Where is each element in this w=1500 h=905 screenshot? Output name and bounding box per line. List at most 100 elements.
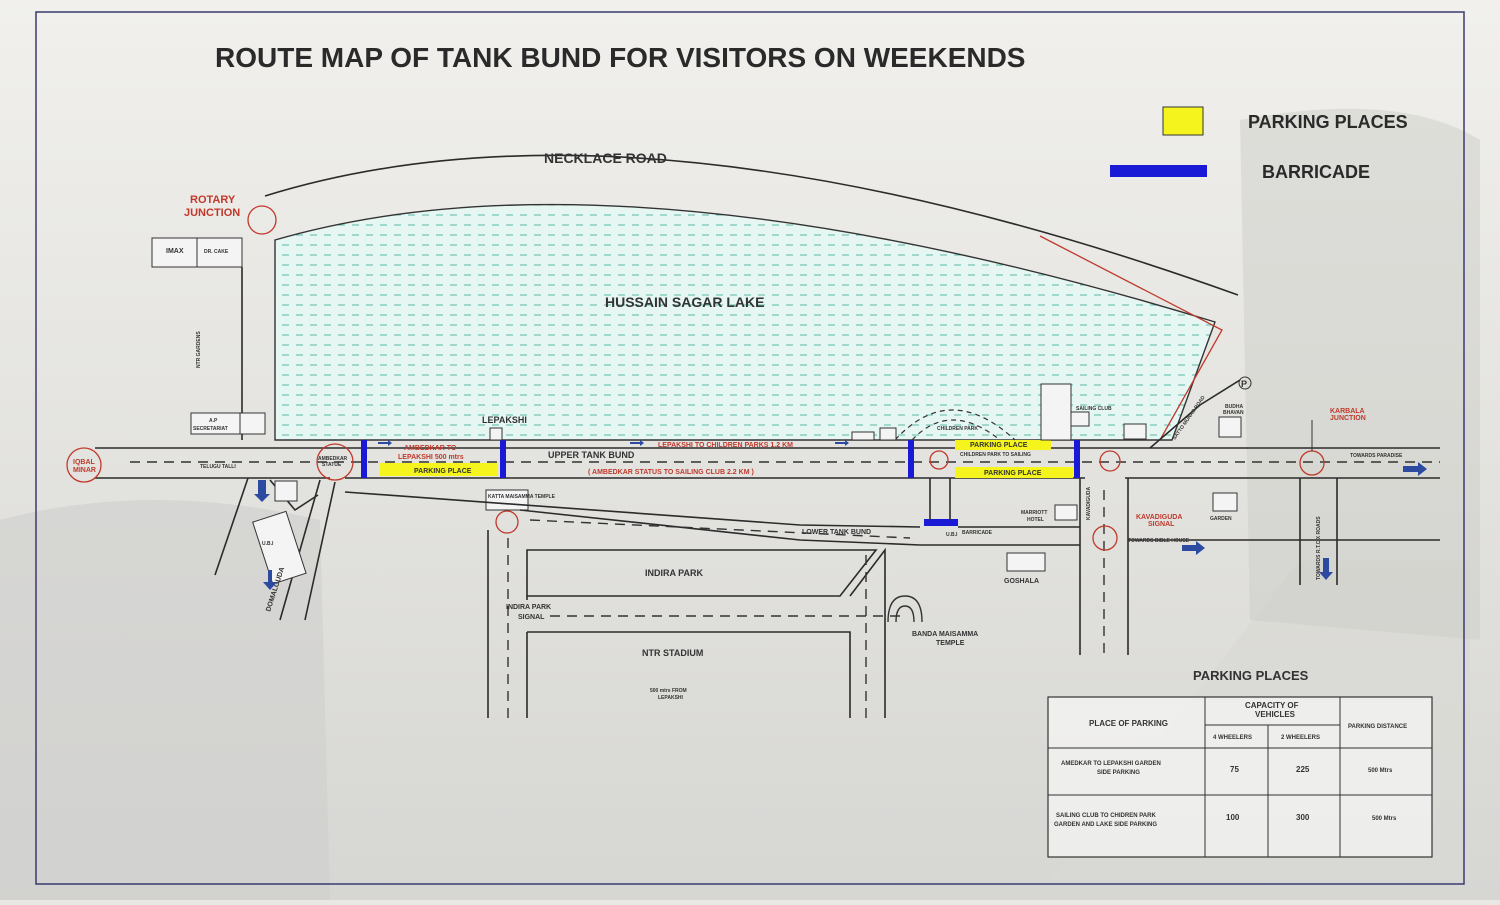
- iqbal-minar-label-2: MINAR: [73, 467, 96, 474]
- indira-park-signal-2: SIGNAL: [518, 614, 545, 621]
- banda-maisamma-inner: [895, 605, 915, 623]
- children-to-sailing-label: CHILDREN PARK TO SAILING: [960, 452, 1031, 458]
- indira-park-boundary: [526, 549, 878, 597]
- lepakshi-label: LEPAKSHI: [482, 415, 527, 425]
- sailing-club-building: [1070, 411, 1090, 427]
- karbala-2: JUNCTION: [1330, 415, 1366, 422]
- small-building-utb: [851, 431, 875, 441]
- garden-building: [1212, 492, 1238, 512]
- indira-park-signal-1: INDIRA PARK: [506, 604, 551, 611]
- arrow-right-utb: [630, 440, 644, 446]
- kavadiguda-signal-1: KAVADIGUDA: [1136, 514, 1182, 521]
- lake-label: HUSSAIN SAGAR LAKE: [605, 294, 764, 310]
- eat-street-label: DR. CAKE: [204, 249, 229, 255]
- sailing-club-tower: [1040, 383, 1072, 441]
- parking-place-3-label: PARKING PLACE: [984, 470, 1042, 477]
- lower-left-road-2: [279, 479, 321, 621]
- barricade-sailing-club: [1074, 440, 1080, 478]
- karbala-1: KARBALA: [1330, 408, 1365, 415]
- col-distance-label: PARKING DISTANCE: [1348, 724, 1407, 730]
- legend-barricade-label: BARRICADE: [1262, 162, 1370, 182]
- necklace-road-label: NECKLACE ROAD: [544, 150, 667, 166]
- legend-barricade-swatch: [1110, 165, 1207, 177]
- barricade-lower-tank-bund: [924, 519, 958, 526]
- parking-table: PARKING PLACES PLACE OF PARKING CAPACITY…: [1047, 668, 1433, 858]
- lower-left-road-3: [304, 481, 336, 621]
- secretariat-annex: [239, 412, 266, 435]
- sp-road: [1149, 379, 1241, 449]
- marriott-hotel: [1054, 504, 1078, 521]
- iqbal-minar-circle: [66, 447, 102, 483]
- ambedkar-to-sailing-label: ( AMBEDKAR STATUS TO SAILING CLUB 2.2 KM…: [588, 469, 754, 476]
- arrow-down-left-1: [254, 480, 270, 502]
- legend: PARKING PLACES BARRICADE: [1110, 106, 1408, 182]
- background-trees: [1240, 108, 1480, 640]
- map-title: ROUTE MAP OF TANK BUND FOR VISITORS ON W…: [215, 42, 1025, 73]
- kavadiguda-signal-2: SIGNAL: [1148, 521, 1175, 528]
- lower-tank-bund-road-bottom: [519, 509, 921, 546]
- parking-ambedkar-lepakshi: [380, 463, 498, 476]
- parking-icon-circle: [1238, 376, 1252, 390]
- buddha-bhavan-1: BUDHA: [1225, 404, 1243, 410]
- rotary-junction-label-2: JUNCTION: [184, 207, 240, 219]
- buddha-bhavan-2: BHAVAN: [1223, 410, 1244, 416]
- marriott-label-1: MARRIOTT: [1021, 510, 1047, 516]
- hussain-sagar-lake: [274, 203, 1216, 441]
- buddha-bhavan-building: [1218, 416, 1242, 438]
- table-title: PARKING PLACES: [1193, 668, 1309, 683]
- secretariat-label-1: A.P: [209, 418, 218, 424]
- small-building-utb-2: [879, 427, 897, 441]
- lepakshi-building: [489, 427, 503, 441]
- table-frame: [1047, 696, 1433, 858]
- row1-place-2: SIDE PARKING: [1097, 770, 1140, 776]
- from-lepakshi-2: LEPAKSHI: [658, 695, 684, 701]
- necklace-road-arc: [264, 154, 1239, 296]
- ubi-label: U.B.I: [946, 532, 958, 538]
- lower-left-building-label: U.B.I: [262, 541, 274, 547]
- katta-maisamma-label: KATTA MAISAMMA TEMPLE: [488, 494, 556, 500]
- row2-place-2: GARDEN AND LAKE SIDE PARKING: [1054, 822, 1157, 828]
- children-park-arc-inner: [911, 419, 1001, 441]
- upper-tank-bund-label: UPPER TANK BUND: [548, 450, 635, 460]
- row2-place-1: SAILING CLUB TO CHIDREN PARK: [1056, 813, 1156, 819]
- east-small-building: [1123, 423, 1147, 440]
- secretariat-label-2: SECRETARIAT: [193, 426, 228, 432]
- from-lepakshi-1: 500 mtrs FROM: [650, 688, 687, 694]
- barricade-lower-label: BARRICADE: [962, 530, 993, 536]
- rotary-junction-circle: [247, 205, 277, 235]
- indira-park-road-east-2: [849, 547, 886, 718]
- col-capacity-2: VEHICLES: [1255, 710, 1296, 719]
- sailing-club-junction-circle: [1099, 450, 1121, 472]
- children-park-circle: [929, 450, 949, 470]
- lower-left-road-1: [214, 477, 249, 576]
- imax-label: IMAX: [166, 248, 184, 255]
- ntr-stadium-boundary-top: [527, 631, 851, 718]
- towards-bible-house-label: TOWARDS BIBLE HOUSE: [1128, 538, 1190, 544]
- lower-left-building: [252, 510, 307, 585]
- goshala-label: GOSHALA: [1004, 578, 1039, 585]
- parking-place-2-label: PARKING PLACE: [970, 442, 1028, 449]
- row1-distance: 500 Mtrs: [1368, 768, 1393, 774]
- garden-label: GARDEN: [1210, 516, 1232, 522]
- arrow-right-ambedkar: [378, 440, 392, 446]
- ambedkar-to-lepakshi-1: AMBEDKAR TO: [404, 445, 457, 452]
- map-frame: [35, 11, 1465, 885]
- ambedkar-statue-label-2: STATUE: [322, 462, 342, 468]
- ambedkar-to-lepakshi-2: LEPAKSHI 500 mtrs: [398, 454, 464, 461]
- lake-boundary-red: [1039, 235, 1223, 441]
- children-park-arc-outer: [894, 409, 1016, 441]
- parking-place-1-label: PARKING PLACE: [414, 468, 472, 475]
- parking-icon: P: [1241, 379, 1247, 389]
- barricade-children-park: [908, 440, 914, 478]
- iqbal-minar-label-1: IQBAL: [73, 459, 96, 466]
- indira-park-label: INDIRA PARK: [645, 568, 703, 578]
- rotary-junction-label-1: ROTARY: [190, 194, 236, 206]
- ambedkar-statue-circle: [316, 443, 354, 481]
- parking-children-park-top: [955, 440, 1051, 450]
- lepakshi-to-children-label: LEPAKSHI TO CHILDREN PARKS 1.2 KM: [658, 442, 793, 449]
- marriott-label-2: HOTEL: [1027, 517, 1044, 523]
- lepakshi-junction-circle: [495, 510, 519, 534]
- col-place-label: PLACE OF PARKING: [1089, 719, 1168, 728]
